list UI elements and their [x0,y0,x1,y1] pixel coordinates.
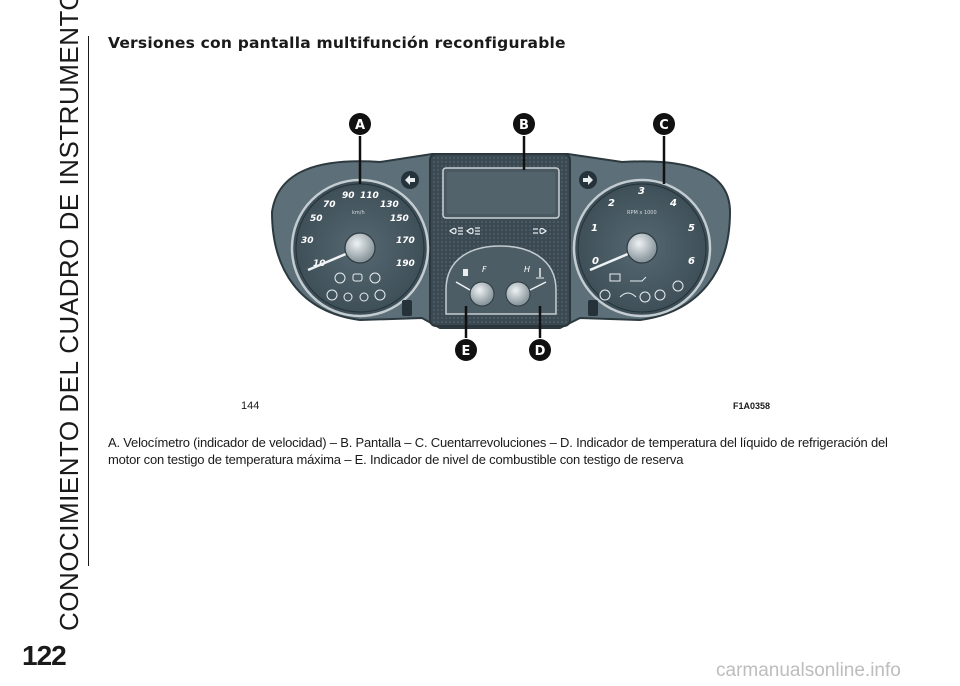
tachometer-tick-3: 3 [638,186,645,197]
turn-right-icon [579,171,597,189]
side-rule [88,36,89,566]
speedometer-tick-30: 30 [301,236,314,246]
high-beam-icon [466,227,480,235]
oil-pressure-icon [630,276,647,282]
speedometer-tick-130: 130 [380,200,399,210]
callout-C [653,113,675,135]
speedometer-tick-170: 170 [396,236,415,246]
temperature-gauge [505,281,531,307]
tachometer-tick-0: 0 [592,256,599,267]
speedometer: 10 30 50 70 90 110 130 150 170 190 km/h [290,178,430,318]
figure-number: 144 [241,400,260,412]
temp-gauge-hot-label: H [524,265,530,274]
warning-icon-3 [369,272,381,284]
figure-caption: A. Velocímetro (indicador de velocidad) … [108,435,888,467]
fuel-gauge-full-label: F [482,265,487,274]
speedometer-tick-50: 50 [310,214,323,224]
headlight-icon [449,227,463,235]
tachometer-tick-6: 6 [688,256,695,267]
fuel-pump-icon [463,269,468,276]
callout-D [529,339,551,361]
abs-icon [639,291,651,303]
speedometer-tick-90: 90 [342,191,355,201]
warning-icon-2 [352,273,363,282]
tachometer-tick-2: 2 [608,198,615,209]
brake-warning-icon [326,289,338,301]
side-section-title-text: CONOCIMIENTO DEL CUADRO DE INSTRUMENTOS [53,0,84,631]
esp-icon [654,289,666,301]
lower-gauge-cluster: F H [445,245,557,315]
tachometer-tick-5: 5 [688,223,695,234]
dimmer-button [588,300,598,316]
speedometer-unit: km/h [352,210,365,216]
speedometer-tick-110: 110 [360,191,379,201]
tpms-icon [672,280,684,292]
callout-lines [358,136,666,338]
tachometer-tick-4: 4 [669,198,677,209]
cruise-icon [619,292,637,298]
fog-warning-icon [343,292,353,302]
speedometer-tick-70: 70 [323,200,336,210]
section-heading: Versiones con pantalla multifunción reco… [108,34,566,52]
callout-E [455,339,477,361]
callout-A [349,113,371,135]
callout-A-label: A [355,118,365,133]
fuel-gauge [469,281,495,307]
callout-D-label: D [535,344,546,359]
callout-C-label: C [659,118,669,133]
fog-light-icon [533,227,547,235]
side-section-title: CONOCIMIENTO DEL CUADRO DE INSTRUMENTOS [44,0,94,630]
callout-B-label: B [519,118,529,133]
speedometer-tick-150: 150 [390,214,409,224]
tachometer-tick-1: 1 [591,223,598,234]
callout-E-label: E [462,344,471,359]
trip-reset-button [402,300,412,316]
turn-left-icon [401,171,419,189]
instrument-panel-figure: 10 30 50 70 90 110 130 150 170 190 km/h [260,100,760,420]
tachometer-unit: RPM x 1000 [627,210,657,216]
figure-code: F1A0358 [733,401,771,411]
callout-B [513,113,535,135]
engine-warning-icon [599,289,611,301]
coolant-temp-icon [536,268,544,279]
handbrake-icon [374,289,386,301]
airbag-icon [359,292,369,302]
instrument-panel-illustration: 10 30 50 70 90 110 130 150 170 190 km/h [270,113,732,361]
watermark: carmanualsonline.info [716,660,901,681]
page-number: 122 [22,640,67,671]
warning-icon-1 [334,272,346,284]
speedometer-tick-190: 190 [396,259,415,269]
tachometer: 0 1 2 3 4 5 6 RPM x 1000 [572,178,712,318]
battery-icon [609,273,621,282]
